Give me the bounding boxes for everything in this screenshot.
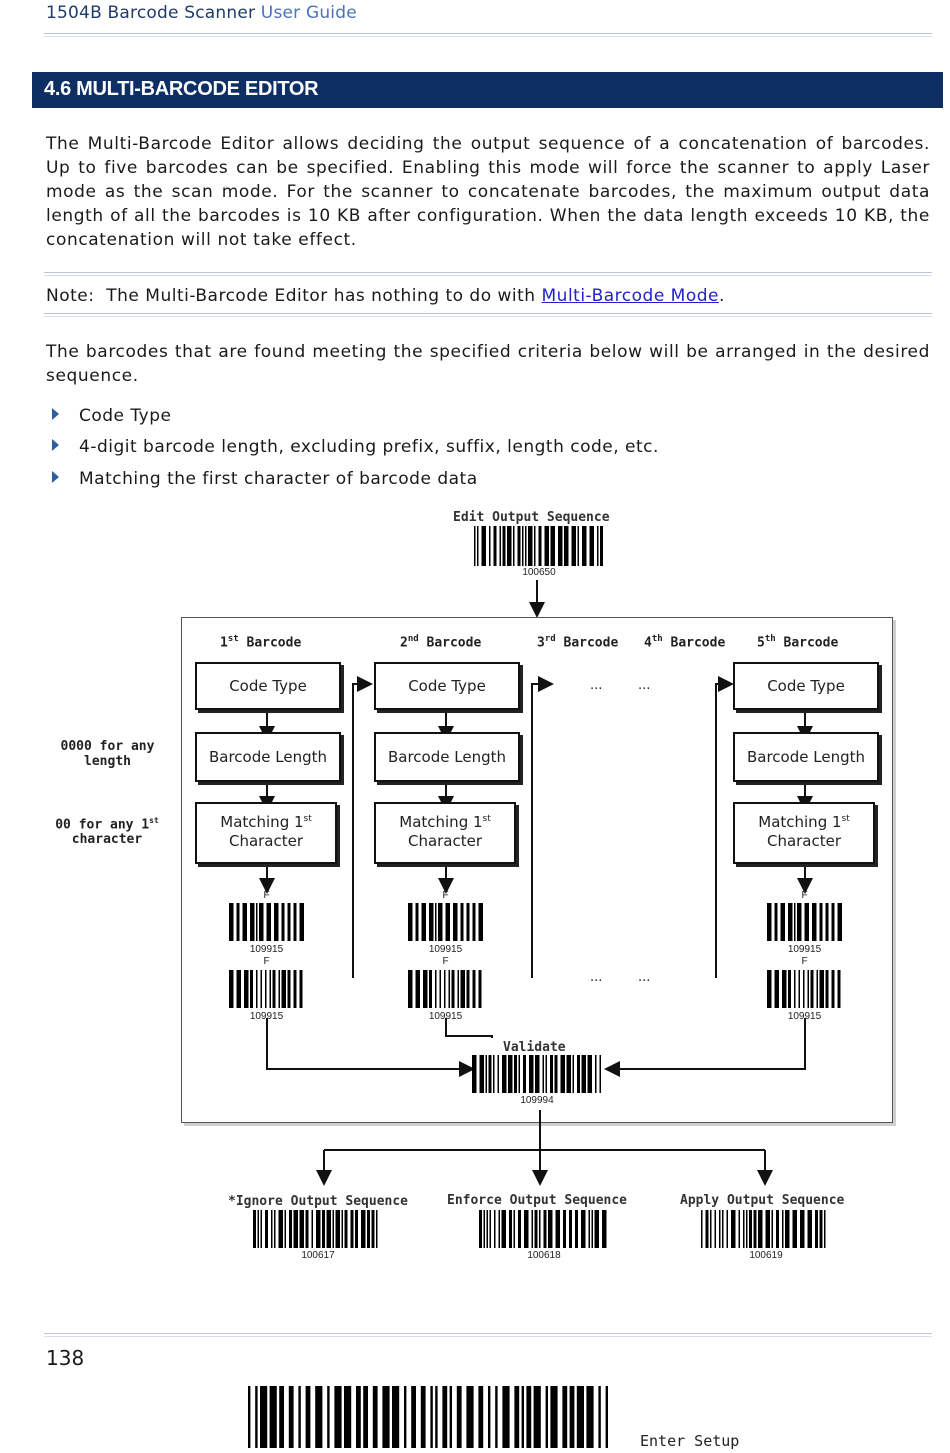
barcode-letter: F — [442, 890, 449, 901]
bullet-arrow-icon — [52, 471, 59, 483]
criteria-intro: The barcodes that are found meeting the … — [46, 342, 930, 386]
column-head-1: 1st Barcode — [220, 634, 302, 651]
ellipsis: ... — [638, 970, 651, 985]
ellipsis: ... — [590, 970, 603, 985]
criteria-item: Code Type — [52, 406, 171, 426]
enter-setup-barcode[interactable] — [248, 1386, 610, 1448]
code-type-box: Code Type — [733, 662, 879, 710]
apply-output-sequence-label: Apply Output Sequence — [680, 1193, 845, 1208]
edit-output-sequence-barcode[interactable] — [474, 526, 604, 566]
criteria-text: Matching the first character of barcode … — [79, 469, 478, 489]
barcode-letter: F — [263, 956, 270, 967]
code-type-box: Code Type — [195, 662, 341, 710]
column-head-4: 4th Barcode — [644, 634, 726, 651]
note-suffix: . — [719, 286, 725, 306]
diagram-flow-lines — [259, 676, 813, 1077]
column-head-3: 3rd Barcode — [537, 634, 619, 651]
digit-barcode[interactable] — [408, 970, 483, 1008]
digit-barcode[interactable] — [767, 970, 842, 1008]
apply-output-sequence-barcode[interactable] — [701, 1210, 831, 1248]
barcode-letter: F — [263, 890, 270, 901]
multi-barcode-diagram: 1st Barcode 2nd Barcode 3rd Barcode 4th … — [181, 617, 893, 1123]
digit-barcode[interactable] — [767, 903, 842, 941]
barcode-length-box: Barcode Length — [374, 732, 520, 782]
page-number: 138 — [46, 1346, 85, 1370]
header-guide: User Guide — [260, 3, 357, 23]
ellipsis: ... — [638, 678, 651, 693]
digit-barcode[interactable] — [408, 903, 483, 941]
barcode-length-box: Barcode Length — [733, 732, 879, 782]
bullet-arrow-icon — [52, 408, 59, 420]
enforce-output-sequence-barcode[interactable] — [479, 1210, 609, 1248]
digit-barcode[interactable] — [229, 903, 304, 941]
note-rule-bottom — [44, 313, 932, 317]
validate-code: 109994 — [520, 1095, 554, 1106]
barcode-letter: F — [442, 956, 449, 967]
criteria-item: 4-digit barcode length, excluding prefix… — [52, 437, 659, 457]
running-header: 1504B Barcode Scanner User Guide — [46, 3, 357, 23]
ignore-output-sequence-code: 100617 — [301, 1250, 335, 1261]
code-type-box: Code Type — [374, 662, 520, 710]
digit-barcode[interactable] — [229, 970, 304, 1008]
barcode-code: 109915 — [787, 1011, 822, 1022]
enter-setup-label: Enter Setup — [640, 1432, 740, 1450]
bullet-arrow-icon — [52, 439, 59, 451]
barcode-length-box: Barcode Length — [195, 732, 341, 782]
header-product: 1504B Barcode Scanner — [46, 3, 256, 23]
footer-rule — [44, 1333, 932, 1337]
enforce-output-sequence-label: Enforce Output Sequence — [447, 1193, 628, 1208]
validate-label: Validate — [503, 1040, 566, 1055]
multi-barcode-mode-link[interactable]: Multi-Barcode Mode — [541, 286, 719, 306]
ignore-output-sequence-label: *Ignore Output Sequence — [228, 1194, 409, 1209]
intro-paragraph: The Multi-Barcode Editor allows deciding… — [46, 134, 930, 250]
barcode-code: 109915 — [428, 1011, 463, 1022]
header-rule — [44, 33, 932, 37]
criteria-item: Matching the first character of barcode … — [52, 469, 478, 489]
barcode-code: 109915 — [787, 944, 822, 955]
edit-output-sequence-code: 100650 — [522, 567, 556, 578]
section-title-bar: 4.6 MULTI-BARCODE EDITOR — [32, 72, 943, 108]
note-prefix: Note: The Multi-Barcode Editor has nothi… — [46, 286, 542, 306]
criteria-text: 4-digit barcode length, excluding prefix… — [79, 437, 659, 457]
barcode-code: 109915 — [428, 944, 463, 955]
column-head-2: 2nd Barcode — [400, 634, 482, 651]
criteria-text: Code Type — [79, 406, 172, 426]
barcode-code: 109915 — [249, 1011, 284, 1022]
note: Note: The Multi-Barcode Editor has nothi… — [46, 286, 725, 306]
section-title: 4.6 MULTI-BARCODE EDITOR — [44, 78, 319, 100]
validate-barcode[interactable] — [472, 1055, 602, 1093]
edit-output-sequence-label: Edit Output Sequence — [453, 510, 610, 525]
column-head-5: 5th Barcode — [757, 634, 839, 651]
apply-output-sequence-code: 100619 — [749, 1250, 783, 1261]
barcode-code: 109915 — [249, 944, 284, 955]
barcode-letter: F — [801, 890, 808, 901]
note-rule-top — [44, 272, 932, 276]
enforce-output-sequence-code: 100618 — [527, 1250, 561, 1261]
ellipsis: ... — [590, 678, 603, 693]
ignore-output-sequence-barcode[interactable] — [253, 1210, 383, 1248]
barcode-letter: F — [801, 956, 808, 967]
